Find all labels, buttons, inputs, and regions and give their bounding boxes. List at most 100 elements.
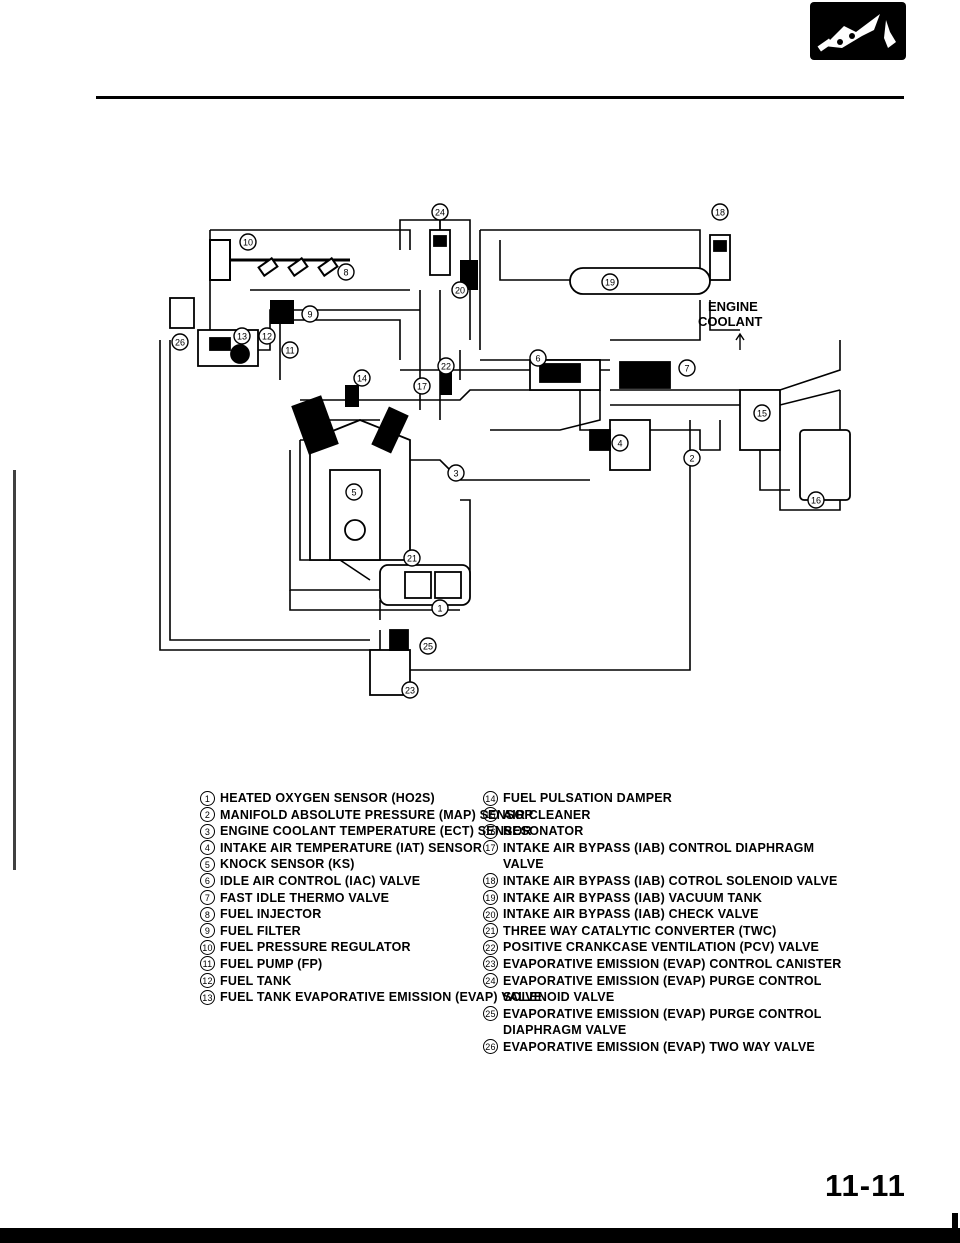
callout-circle-5 bbox=[345, 483, 363, 501]
callout-circle-11 bbox=[281, 341, 299, 359]
callout-number-6: 6 bbox=[535, 354, 540, 364]
legend-text: IDLE AIR CONTROL (IAC) VALVE bbox=[220, 873, 421, 888]
legend-text: ENGINE COOLANT TEMPERATURE (ECT) SENSOR bbox=[220, 824, 532, 839]
footer-tab bbox=[952, 1213, 958, 1228]
callout-circle-13 bbox=[233, 327, 251, 345]
scan-artifact bbox=[13, 470, 16, 870]
callout-number-23: 23 bbox=[405, 686, 415, 696]
legend-number: 14 bbox=[483, 790, 498, 806]
legend-number: 19 bbox=[483, 890, 498, 906]
legend-number: 4 bbox=[200, 840, 215, 856]
legend-item: 17 INTAKE AIR BYPASS (IAB) CONTROL DIAPHR… bbox=[483, 840, 841, 857]
legend-number: 5 bbox=[200, 856, 215, 872]
legend-text: RESONATOR bbox=[503, 824, 584, 839]
legend-text: FUEL INJECTOR bbox=[220, 907, 322, 922]
callout-circle-17 bbox=[413, 377, 431, 395]
legend-number: 23 bbox=[483, 956, 498, 972]
legend-text: HEATED OXYGEN SENSOR (HO2S) bbox=[220, 791, 435, 805]
legend-item: 19 INTAKE AIR BYPASS (IAB) VACUUM TANK bbox=[483, 890, 841, 907]
legend-text: FUEL PRESSURE REGULATOR bbox=[220, 940, 411, 955]
legend-item: DIAPHRAGM VALVE bbox=[483, 1022, 841, 1039]
legend-item: 7 FAST IDLE THERMO VALVE bbox=[200, 890, 542, 907]
legend-text: EVAPORATIVE EMISSION (EVAP) PURGE CONTRO… bbox=[503, 1006, 822, 1021]
callout-number-11: 11 bbox=[285, 346, 294, 356]
legend-number: 13 bbox=[200, 989, 215, 1005]
legend-item: 9 FUEL FILTER bbox=[200, 923, 542, 940]
callout-circle-18 bbox=[711, 203, 729, 221]
callout-circle-2 bbox=[683, 449, 701, 467]
callout-number-14: 14 bbox=[357, 374, 367, 384]
legend-number: 17 bbox=[483, 840, 498, 856]
section-fuel-icon bbox=[810, 2, 906, 60]
legend-item: 16 RESONATOR bbox=[483, 823, 841, 840]
legend-number: 1 bbox=[200, 790, 215, 806]
legend-text: FUEL FILTER bbox=[220, 923, 301, 938]
footer-strip bbox=[0, 1228, 960, 1243]
legend-text: DIAPHRAGM VALVE bbox=[503, 1023, 627, 1038]
legend-text: AIR CLEANER bbox=[503, 807, 591, 822]
legend-number: 9 bbox=[200, 923, 215, 939]
legend-text: INTAKE AIR BYPASS (IAB) CHECK VALVE bbox=[503, 907, 759, 922]
callout-circle-21 bbox=[403, 549, 421, 567]
legend-text: SOLENOID VALVE bbox=[503, 990, 615, 1005]
callout-number-13: 13 bbox=[237, 332, 247, 342]
legend-number: 6 bbox=[200, 873, 215, 889]
legend-text: FAST IDLE THERMO VALVE bbox=[220, 890, 390, 905]
callout-number-26: 26 bbox=[175, 338, 185, 348]
legend-number bbox=[483, 1023, 498, 1038]
callout-circle-12 bbox=[258, 327, 276, 345]
callout-circle-8 bbox=[337, 263, 355, 281]
legend-item: 6 IDLE AIR CONTROL (IAC) VALVE bbox=[200, 873, 542, 890]
legend-number: 3 bbox=[200, 823, 215, 839]
legend-number: 11 bbox=[200, 956, 215, 972]
coolant-label-line2: COOLANT bbox=[698, 314, 762, 329]
callout-number-2: 2 bbox=[689, 454, 694, 464]
legend-number: 22 bbox=[483, 939, 498, 955]
legend-item: 14 FUEL PULSATION DAMPER bbox=[483, 790, 841, 807]
legend-number: 10 bbox=[200, 939, 215, 955]
legend-number bbox=[483, 857, 498, 872]
legend-text: INTAKE AIR BYPASS (IAB) VACUUM TANK bbox=[503, 890, 763, 905]
legend-text: FUEL PUMP (FP) bbox=[220, 956, 323, 971]
legend-number: 7 bbox=[200, 890, 215, 906]
header-rule bbox=[96, 96, 904, 99]
callout-number-20: 20 bbox=[455, 286, 465, 296]
legend-text: POSITIVE CRANKCASE VENTILATION (PCV) VAL… bbox=[503, 940, 820, 955]
legend-number: 25 bbox=[483, 1006, 498, 1022]
callout-number-7: 7 bbox=[684, 364, 689, 374]
callout-number-15: 15 bbox=[757, 409, 767, 419]
legend-item: VALVE bbox=[483, 856, 841, 873]
callout-circle-9 bbox=[301, 305, 319, 323]
callout-circle-7 bbox=[678, 359, 696, 377]
legend-text: FUEL PULSATION DAMPER bbox=[503, 791, 673, 805]
legend-item: 1 HEATED OXYGEN SENSOR (HO2S) bbox=[200, 790, 542, 807]
legend-number: 12 bbox=[200, 973, 215, 989]
legend-item: 23 EVAPORATIVE EMISSION (EVAP) CONTROL CA… bbox=[483, 956, 841, 973]
legend-text: INTAKE AIR BYPASS (IAB) COTROL SOLENOID … bbox=[503, 873, 838, 888]
callout-number-12: 12 bbox=[262, 332, 272, 342]
legend-item: 10 FUEL PRESSURE REGULATOR bbox=[200, 939, 542, 956]
callout-number-24: 24 bbox=[435, 208, 445, 218]
callout-number-1: 1 bbox=[437, 604, 442, 614]
callout-circle-23 bbox=[401, 681, 419, 699]
legend-number: 26 bbox=[483, 1039, 498, 1055]
legend-text: INTAKE AIR BYPASS (IAB) CONTROL DIAPHRAG… bbox=[503, 840, 815, 855]
callout-number-10: 10 bbox=[243, 238, 253, 248]
legend-text: EVAPORATIVE EMISSION (EVAP) TWO WAY VALV… bbox=[503, 1039, 815, 1054]
legend-text: EVAPORATIVE EMISSION (EVAP) CONTROL CANI… bbox=[503, 956, 842, 971]
legend-number: 16 bbox=[483, 823, 498, 839]
callout-circle-26 bbox=[171, 333, 189, 351]
callout-number-9: 9 bbox=[307, 310, 312, 320]
callout-number-22: 22 bbox=[441, 362, 451, 372]
callout-circle-16 bbox=[807, 491, 825, 509]
